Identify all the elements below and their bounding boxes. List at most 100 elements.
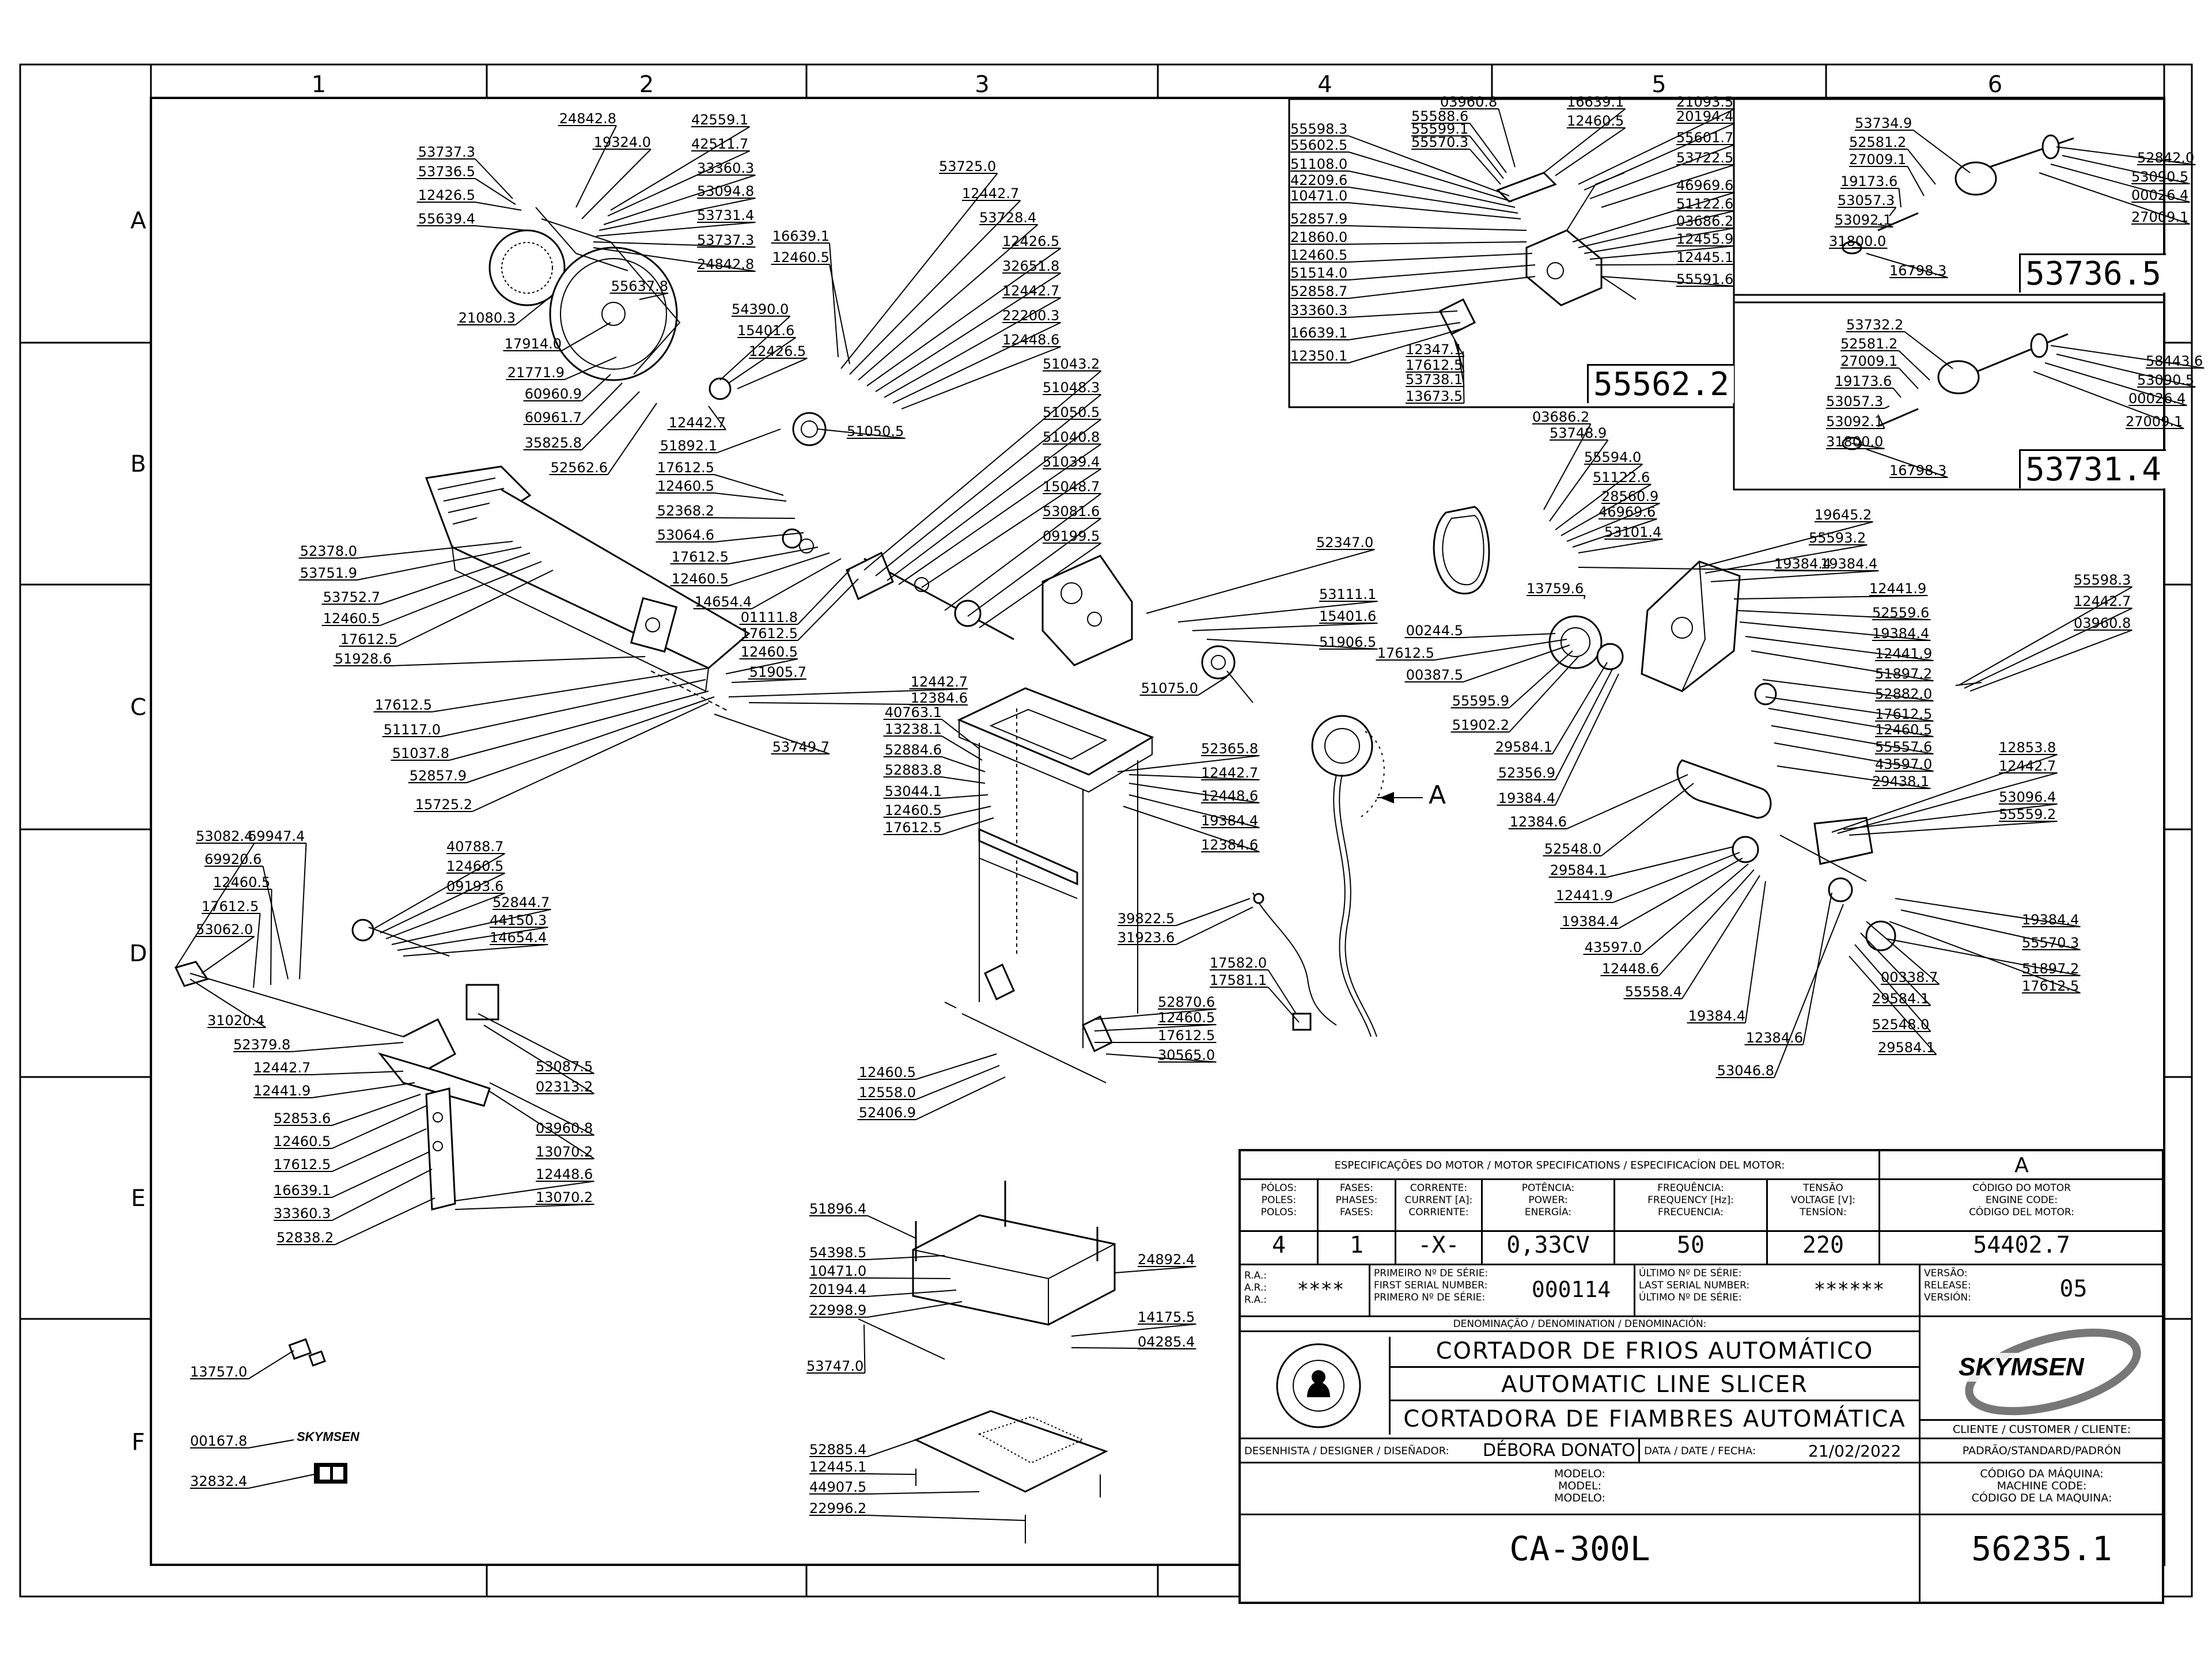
skymsen-logo bbox=[1965, 1328, 2141, 1416]
part-number-label: 16639.1 bbox=[772, 228, 830, 244]
part-number-label: 46969.6 bbox=[1599, 504, 1656, 520]
part-number-label: 53057.3 bbox=[1826, 393, 1883, 409]
part-number-label: 12853.8 bbox=[1999, 740, 2056, 756]
part-number-label: 52581.2 bbox=[1849, 134, 1906, 150]
base-box bbox=[858, 1181, 1116, 1544]
part-number-label: 52562.6 bbox=[551, 460, 608, 476]
part-number-label: 52378.0 bbox=[300, 543, 357, 559]
first-serial-label: PRIMEIRO Nº DE SÉRIE: FIRST SERIAL NUMBE… bbox=[1374, 1268, 1488, 1303]
part-number-label: 12350.1 bbox=[1290, 348, 1347, 364]
skymsen-small-logo: SKYMSEN bbox=[297, 1429, 359, 1444]
part-number-label: 12460.5 bbox=[274, 1133, 331, 1150]
part-number-label: 53737.3 bbox=[418, 144, 475, 160]
part-number-label: 53732.2 bbox=[1846, 317, 1903, 333]
part-number-label: 19384.4 bbox=[1688, 1008, 1745, 1024]
part-number-label: 53751.9 bbox=[300, 565, 357, 581]
part-number-label: 17612.5 bbox=[274, 1156, 331, 1173]
part-number-label: 19384.4 bbox=[1201, 813, 1258, 829]
part-number-label: 12347.1 bbox=[1406, 342, 1463, 358]
part-number-label: 31800.0 bbox=[1829, 233, 1886, 249]
part-number-label: 60960.9 bbox=[525, 386, 582, 402]
part-number-label: 51897.2 bbox=[1875, 666, 1932, 682]
part-number-label: 24892.4 bbox=[1138, 1252, 1195, 1268]
part-number-label: 53731.4 bbox=[697, 207, 754, 223]
part-number-label: 17612.5 bbox=[1158, 1027, 1215, 1044]
part-number-label: 16798.3 bbox=[1889, 462, 1946, 479]
motor-detail-code: 55562.2 bbox=[1587, 364, 1734, 403]
frequency-label: FREQUÊNCIA: FREQUENCY [Hz]: FRECUENCIA: bbox=[1615, 1180, 1768, 1230]
part-number-label: 03686.2 bbox=[1676, 213, 1733, 229]
grid-row-label: C bbox=[130, 695, 146, 721]
part-number-label: 12460.5 bbox=[1158, 1010, 1215, 1026]
part-number-label: 12460.5 bbox=[1875, 722, 1932, 738]
part-number-label: 19384.4 bbox=[1774, 556, 1831, 572]
part-number-label: 12460.5 bbox=[885, 802, 942, 818]
part-number-label: 51928.6 bbox=[335, 651, 392, 667]
part-number-label: 21093.5 bbox=[1676, 94, 1733, 110]
machine-code-value: 56235.1 bbox=[1971, 1529, 2112, 1568]
name-en: AUTOMATIC LINE SLICER bbox=[1391, 1368, 1919, 1401]
spec-column-letter: A bbox=[2014, 1154, 2029, 1177]
part-number-label: 03686.2 bbox=[1532, 409, 1589, 425]
slicer-cover-and-blade bbox=[488, 207, 827, 446]
part-number-label: 53092.1 bbox=[1826, 414, 1883, 430]
part-number-label: 55591.6 bbox=[1676, 271, 1733, 287]
part-number-label: 03960.8 bbox=[2074, 615, 2131, 631]
part-number-label: 53046.8 bbox=[1717, 1063, 1774, 1079]
part-number-label: 52885.4 bbox=[809, 1442, 866, 1458]
part-number-label: 53748.9 bbox=[1550, 425, 1607, 441]
part-number-label: 17612.5 bbox=[1406, 357, 1463, 373]
name-es: CORTADORA DE FIAMBRES AUTOMÁTICA bbox=[1403, 1406, 1906, 1432]
grid-row-label: A bbox=[130, 208, 146, 234]
engine-code-label: CÓDIGO DO MOTOR ENGINE CODE: CÓDIGO DEL … bbox=[1969, 1182, 2074, 1218]
part-number-label: 12426.5 bbox=[749, 343, 806, 359]
part-number-label: 51905.7 bbox=[749, 664, 806, 680]
sharpener-assembly bbox=[174, 919, 499, 1211]
part-number-label: 29584.1 bbox=[1872, 991, 1929, 1007]
part-number-label: 17612.5 bbox=[672, 549, 729, 565]
mid-right-detail-drawing bbox=[1842, 333, 2069, 450]
part-number-label: 12460.5 bbox=[1290, 247, 1347, 263]
part-number-label: 12460.5 bbox=[859, 1064, 916, 1080]
part-number-label: 12460.5 bbox=[446, 858, 503, 874]
part-number-label: 29584.1 bbox=[1878, 1040, 1935, 1056]
part-number-label: 12448.6 bbox=[1002, 332, 1059, 348]
motor-detail-drawing bbox=[1438, 172, 1637, 336]
part-number-label: 51050.5 bbox=[1043, 404, 1100, 420]
part-number-label: 55594.0 bbox=[1584, 449, 1641, 465]
part-number-label: 19173.6 bbox=[1835, 373, 1892, 389]
part-number-label: 53111.1 bbox=[1319, 586, 1376, 602]
part-number-label: 52368.2 bbox=[657, 503, 714, 519]
current-value: -X- bbox=[1396, 1232, 1483, 1264]
part-number-label: 28560.9 bbox=[1601, 488, 1658, 505]
part-number-label: 53747.0 bbox=[806, 1358, 863, 1374]
part-number-label: 55570.3 bbox=[2022, 935, 2079, 951]
part-number-label: 27009.1 bbox=[2126, 414, 2183, 430]
denomination-heading: DENOMINAÇÃO / DENOMINATION / DENOMINACIÓ… bbox=[1241, 1317, 1919, 1332]
part-number-label: 22200.3 bbox=[1002, 308, 1059, 324]
part-number-label: 17914.0 bbox=[505, 336, 562, 352]
part-number-label: 52379.8 bbox=[233, 1037, 290, 1053]
part-number-label: 12384.6 bbox=[1201, 837, 1258, 853]
part-number-label: 13238.1 bbox=[885, 721, 942, 737]
part-number-label: 53722.5 bbox=[1676, 150, 1733, 166]
part-number-label: 42559.1 bbox=[691, 112, 748, 128]
version-value: 05 bbox=[2059, 1276, 2088, 1302]
part-number-label: 24842.8 bbox=[559, 111, 616, 127]
part-number-label: 53752.7 bbox=[323, 589, 380, 605]
part-number-label: 42209.6 bbox=[1290, 172, 1347, 188]
part-number-label: 52844.7 bbox=[493, 894, 550, 911]
part-number-label: 12448.6 bbox=[536, 1166, 593, 1182]
grid-column-label: 1 bbox=[312, 71, 326, 98]
part-number-label: 69920.6 bbox=[204, 851, 262, 867]
part-number-label: 55598.3 bbox=[2074, 572, 2131, 588]
part-number-label: 51902.2 bbox=[1452, 717, 1509, 733]
part-number-label: 53725.0 bbox=[939, 158, 996, 175]
part-number-label: 12445.1 bbox=[1676, 249, 1733, 266]
part-number-label: 12426.5 bbox=[1002, 233, 1059, 249]
part-number-label: 60961.7 bbox=[525, 409, 582, 426]
part-number-label: 12384.6 bbox=[1746, 1030, 1803, 1046]
part-number-label: 51892.1 bbox=[660, 438, 717, 454]
part-number-label: 12441.9 bbox=[1875, 646, 1932, 662]
